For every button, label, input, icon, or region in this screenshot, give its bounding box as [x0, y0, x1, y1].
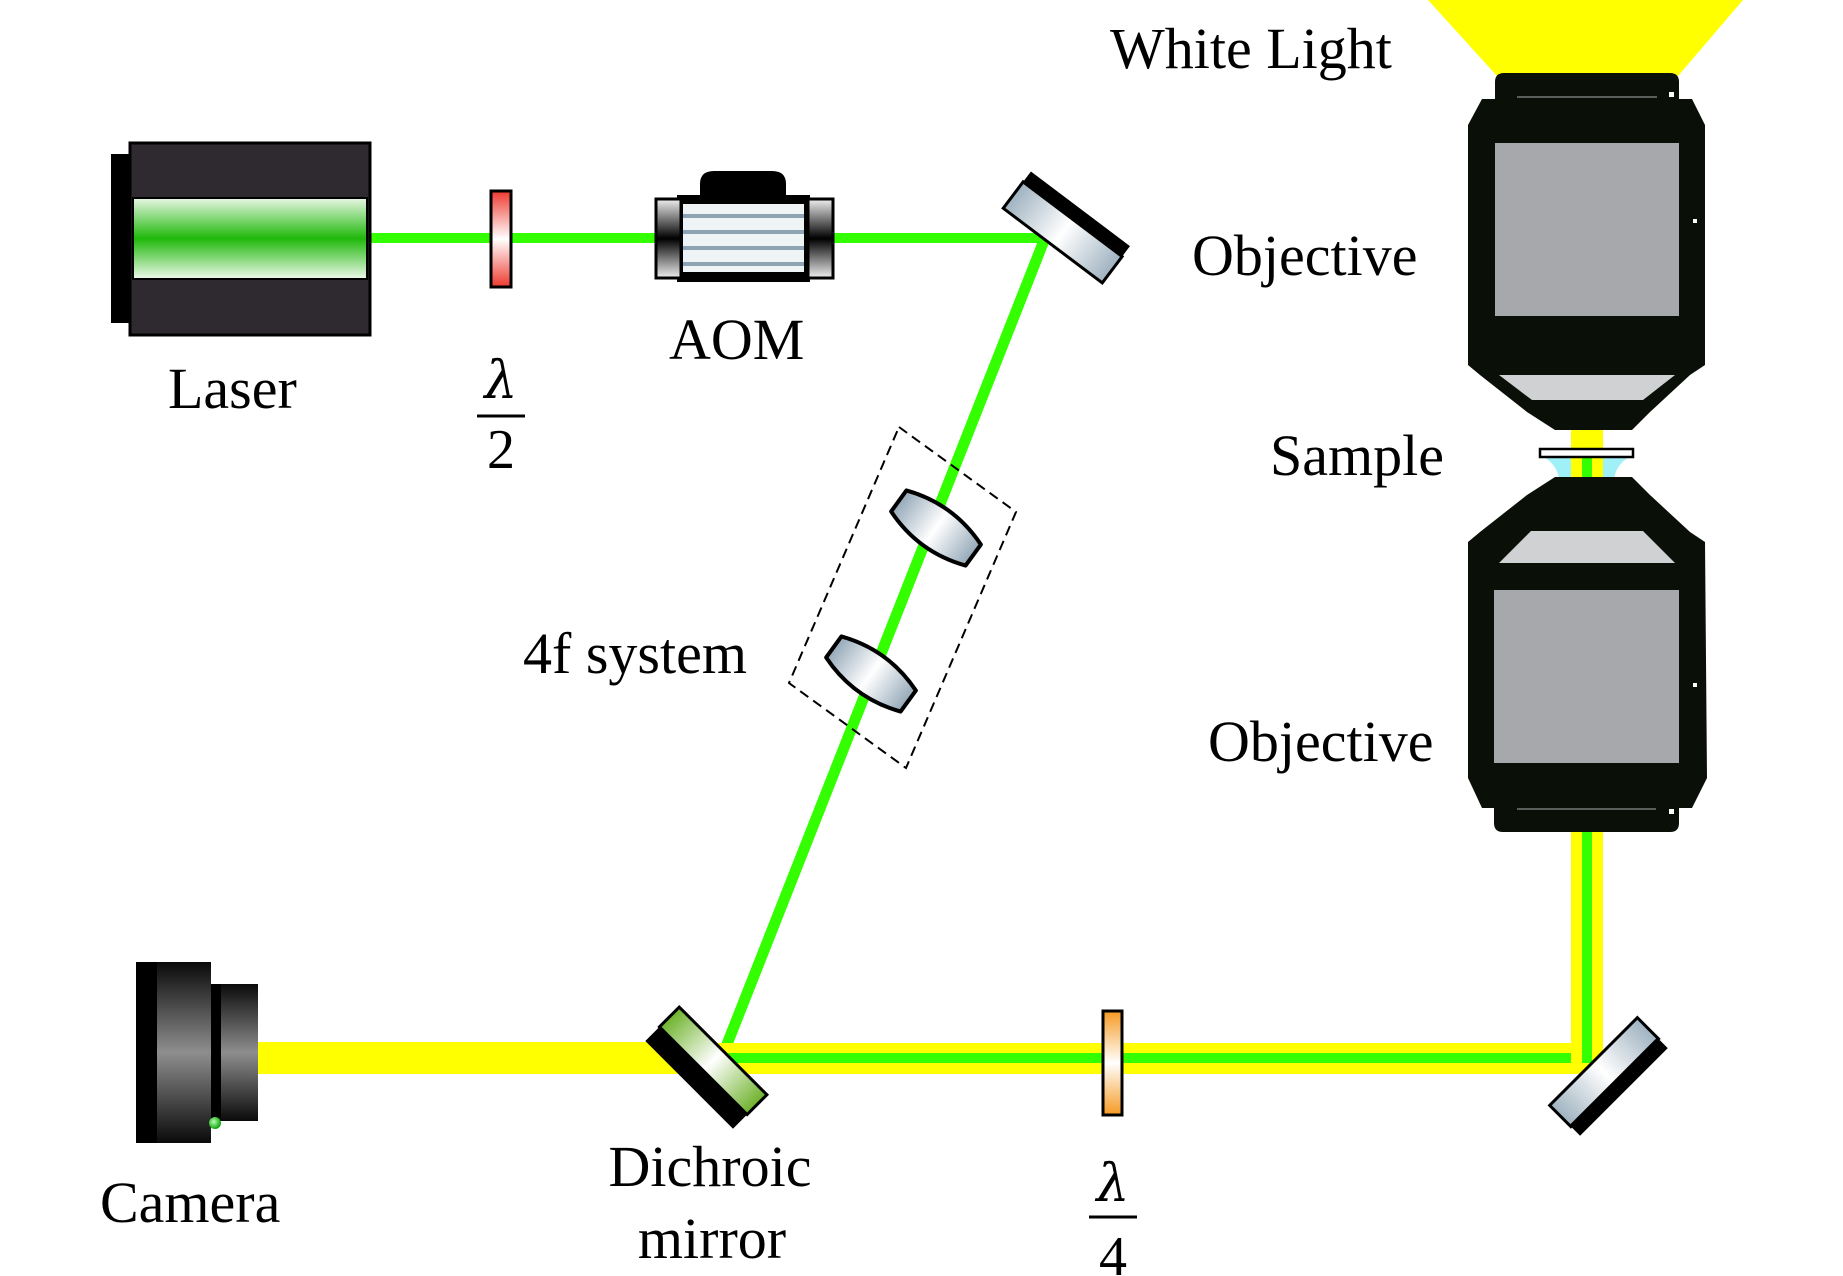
mirror-bottom: [1547, 1015, 1668, 1136]
beam-paths: [258, 233, 1603, 1074]
sample: [1538, 447, 1635, 479]
lens-1: [889, 488, 983, 568]
white-light-cone: [1428, 0, 1743, 76]
objective-bottom-label: Objective: [1208, 709, 1433, 774]
objective-top-cap-marker: [1669, 92, 1674, 97]
aom-right-end: [806, 197, 835, 280]
lens-1-shape: [889, 488, 983, 568]
yellow-beam-camera: [258, 1042, 708, 1074]
objective-bottom-window: [1494, 590, 1679, 763]
quarter-wave-denominator: 4: [1099, 1226, 1127, 1276]
quarter-wave-label: λ 4: [1089, 1154, 1137, 1276]
mirror-top: [1001, 171, 1130, 285]
half-wave-plate: [489, 189, 513, 289]
camera-lens-mount-edge: [211, 984, 221, 1121]
lens-2-shape: [824, 634, 918, 714]
objective-top: [1468, 73, 1705, 430]
quarter-wave-numerator: λ: [1095, 1154, 1130, 1214]
coverslip: [1538, 447, 1635, 459]
laser-label: Laser: [168, 356, 297, 421]
lens-2: [824, 634, 918, 714]
laser: [111, 141, 372, 337]
objective-top-front-lens: [1499, 375, 1675, 400]
dichroic-mirror: [645, 1004, 770, 1129]
four-f-system-box: [787, 425, 1018, 770]
mirror-top-backing: [1021, 171, 1130, 259]
green-beam-horizontal: [720, 1053, 1592, 1063]
green-beam-diagonal: [714, 235, 1051, 1065]
dichroic-label-line1: Dichroic: [609, 1134, 812, 1199]
objective-bottom-front-lens: [1499, 531, 1675, 563]
quarter-wave-plate: [1101, 1009, 1124, 1117]
laser-gain-medium: [132, 197, 368, 280]
half-wave-denominator: 2: [487, 419, 515, 481]
dichroic-glass: [657, 1004, 770, 1117]
dichroic-label-line2: mirror: [638, 1206, 786, 1271]
objective-bottom-cap: [1494, 805, 1679, 832]
camera-label: Camera: [100, 1170, 280, 1235]
sample-label: Sample: [1270, 423, 1444, 488]
mirror-top-glass: [1001, 179, 1125, 285]
green-beam-vertical: [1582, 832, 1592, 1063]
white-light-label: White Light: [1110, 16, 1392, 81]
camera: [136, 962, 258, 1143]
objective-bottom-side-marker: [1693, 683, 1697, 687]
objective-bottom: [1468, 477, 1707, 832]
four-f-system-label: 4f system: [523, 621, 747, 686]
dichroic-backing: [645, 1020, 754, 1129]
aom: [654, 171, 835, 282]
objective-top-window: [1495, 143, 1679, 316]
half-wave-numerator: λ: [483, 351, 518, 411]
laser-back-plate: [111, 154, 133, 323]
half-wave-label: λ 2: [477, 351, 525, 481]
mirror-bottom-backing: [1569, 1037, 1668, 1136]
aom-top-housing: [700, 171, 786, 198]
objective-top-label: Objective: [1192, 223, 1417, 288]
aom-left-end: [654, 197, 683, 280]
aom-label: AOM: [669, 307, 804, 372]
camera-body-edge: [136, 962, 157, 1143]
objective-top-side-marker: [1693, 219, 1697, 223]
aom-crystal: [683, 204, 804, 272]
objective-bottom-cap-marker: [1669, 809, 1674, 814]
camera-indicator-led: [209, 1117, 221, 1129]
oil-beam-green: [1582, 457, 1592, 479]
objective-top-cap: [1495, 73, 1679, 100]
